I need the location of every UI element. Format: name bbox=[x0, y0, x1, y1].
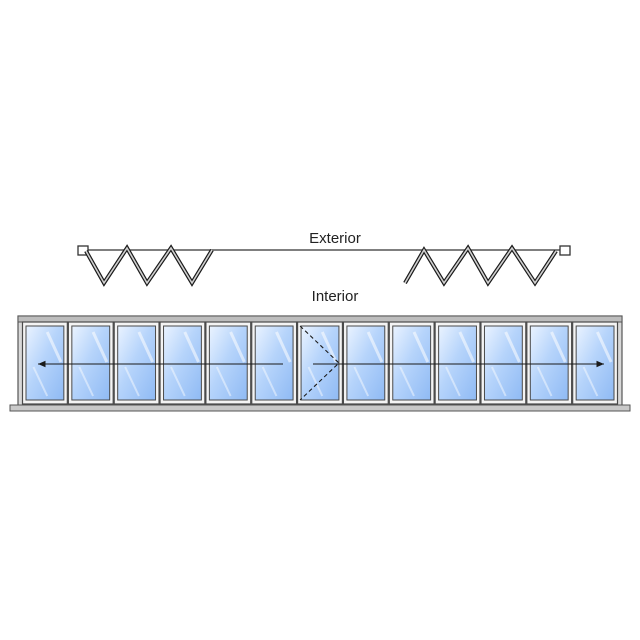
plan-right-jamb bbox=[559, 245, 571, 256]
panel-glass bbox=[300, 325, 340, 401]
glass-glare bbox=[536, 366, 553, 397]
door-panel bbox=[205, 321, 252, 405]
exterior-label: Exterior bbox=[309, 230, 361, 247]
door-panel bbox=[342, 321, 389, 405]
panel-glass bbox=[392, 325, 432, 401]
glass-glare bbox=[183, 331, 200, 363]
plan-left-stack-highlight bbox=[85, 246, 213, 285]
panel-glass bbox=[483, 325, 523, 401]
glass-glare bbox=[412, 331, 430, 363]
door-panels bbox=[21, 321, 619, 405]
door-panel bbox=[526, 321, 573, 405]
door-panel bbox=[67, 321, 114, 405]
glass-glare bbox=[458, 331, 475, 363]
glass-glare bbox=[45, 331, 63, 363]
glass-glare bbox=[366, 331, 384, 363]
glass-glare bbox=[307, 366, 324, 397]
panel-glass bbox=[438, 325, 477, 401]
interior-label: Interior bbox=[312, 288, 359, 305]
plan-left-stack bbox=[84, 244, 214, 287]
door-sill bbox=[9, 404, 631, 412]
glass-glare bbox=[399, 366, 415, 397]
glass-glare bbox=[504, 331, 521, 363]
glass-glare bbox=[582, 366, 599, 397]
swing-dashed-line bbox=[299, 325, 340, 401]
panel-glass bbox=[117, 325, 157, 401]
plan-folded-panels bbox=[84, 244, 558, 287]
plan-right-stack bbox=[403, 244, 558, 287]
door-panel bbox=[113, 321, 160, 405]
glass-glare bbox=[353, 366, 370, 397]
elevation-view bbox=[9, 315, 631, 412]
door-panel bbox=[434, 321, 481, 405]
glass-glare bbox=[170, 366, 186, 397]
panel-glass bbox=[208, 325, 248, 401]
panel-glass bbox=[71, 325, 111, 401]
glass-glare bbox=[137, 331, 155, 363]
glass-glare bbox=[550, 331, 567, 363]
door-head-track bbox=[17, 315, 623, 323]
glass-glare bbox=[32, 366, 49, 397]
door-panel bbox=[480, 321, 527, 405]
plan-view: Exterior Interior bbox=[77, 230, 571, 305]
panel-glass bbox=[346, 325, 386, 401]
glass-glare bbox=[275, 331, 292, 363]
door-panel bbox=[251, 321, 298, 405]
swing-door-indicator bbox=[299, 325, 340, 401]
panel-glass bbox=[254, 325, 294, 401]
glass-glare bbox=[215, 366, 232, 397]
glass-glare bbox=[596, 331, 613, 363]
glass-glare bbox=[91, 331, 109, 363]
door-panel bbox=[159, 321, 206, 405]
door-panel bbox=[21, 321, 68, 405]
glass-glare bbox=[491, 366, 507, 397]
glass-glare bbox=[320, 331, 338, 363]
glass-glare bbox=[229, 331, 246, 363]
panel-glass bbox=[529, 325, 569, 401]
plan-right-stack-highlight bbox=[404, 246, 557, 285]
door-panel bbox=[388, 321, 435, 405]
glass-glare bbox=[261, 366, 278, 397]
panel-glass bbox=[575, 325, 615, 401]
glass-glare bbox=[78, 366, 94, 397]
door-panel bbox=[572, 321, 619, 405]
glass-glare bbox=[445, 366, 461, 397]
door-panel bbox=[296, 321, 344, 405]
glass-glare bbox=[124, 366, 140, 397]
panel-glass bbox=[163, 325, 202, 401]
